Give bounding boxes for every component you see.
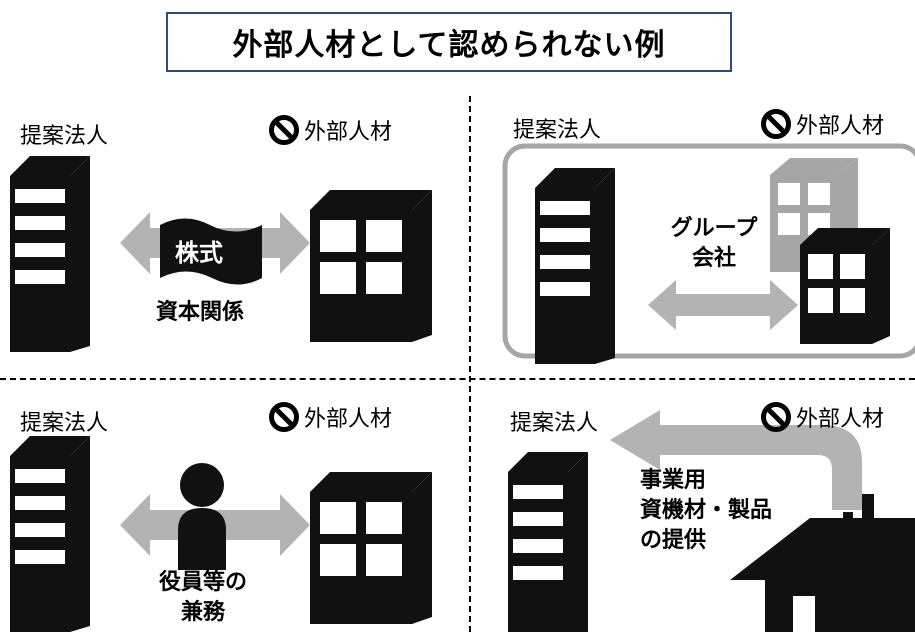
- external-label-group: 外部人材: [760, 401, 884, 433]
- external-label: 外部人材: [796, 114, 885, 139]
- officer-panel-graphics: [10, 436, 432, 632]
- prohibited-icon: [761, 402, 791, 432]
- group-label-line2: 会社: [691, 246, 736, 271]
- supply-relation-line1: 事業用: [640, 468, 707, 493]
- officer-relation-line2: 兼務: [180, 600, 225, 625]
- share-certificate-icon: [160, 218, 262, 285]
- proposer-label: 提案法人: [513, 118, 602, 143]
- prohibited-icon: [269, 402, 299, 432]
- external-label-group: 外部人材: [268, 114, 392, 146]
- external-building-icon: [310, 472, 432, 624]
- supply-panel-graphics: [508, 410, 915, 632]
- external-label: 外部人材: [304, 407, 393, 432]
- vertical-divider: [469, 96, 471, 632]
- title-box: 外部人材として認められない例: [166, 12, 732, 72]
- proposer-building-icon: [535, 168, 615, 364]
- page-title: 外部人材として認められない例: [232, 28, 666, 63]
- prohibited-icon: [761, 109, 791, 139]
- supply-relation-line3: の提供: [640, 528, 707, 553]
- supply-relation-label: 事業用 資機材・製品 の提供: [640, 466, 772, 556]
- supply-relation-line2: 資機材・製品: [640, 498, 773, 523]
- shares-label: 株式: [175, 239, 223, 267]
- external-label: 外部人材: [304, 120, 393, 145]
- group-enclosure: [502, 143, 915, 359]
- person-icon: [178, 463, 226, 570]
- proposer-label: 提案法人: [510, 411, 599, 436]
- proposer-building-icon: [10, 436, 90, 632]
- external-label: 外部人材: [796, 407, 885, 432]
- capital-panel-graphics: [10, 156, 432, 352]
- proposer-building-icon: [10, 156, 90, 352]
- relation-label: 資本関係: [156, 300, 245, 325]
- external-building-icon: [310, 190, 432, 342]
- prohibited-icon: [269, 115, 299, 145]
- double-arrow-icon: [648, 280, 798, 330]
- external-label-group: 外部人材: [760, 108, 884, 140]
- group-building-icon: [800, 228, 890, 344]
- group-panel-graphics: [502, 143, 915, 364]
- group-label-line1: グループ: [670, 216, 758, 241]
- supply-arrow-icon: [610, 410, 862, 510]
- proposer-building-icon: [508, 452, 588, 632]
- proposer-label: 提案法人: [20, 124, 109, 149]
- officer-relation-line1: 役員等の: [158, 570, 247, 595]
- external-label-group: 外部人材: [268, 401, 392, 433]
- horizontal-divider: [0, 378, 915, 380]
- group-label: グループ 会社: [655, 214, 773, 274]
- factory-icon: [730, 494, 915, 632]
- officer-relation-label: 役員等の 兼務: [148, 568, 258, 628]
- proposer-label: 提案法人: [20, 411, 109, 436]
